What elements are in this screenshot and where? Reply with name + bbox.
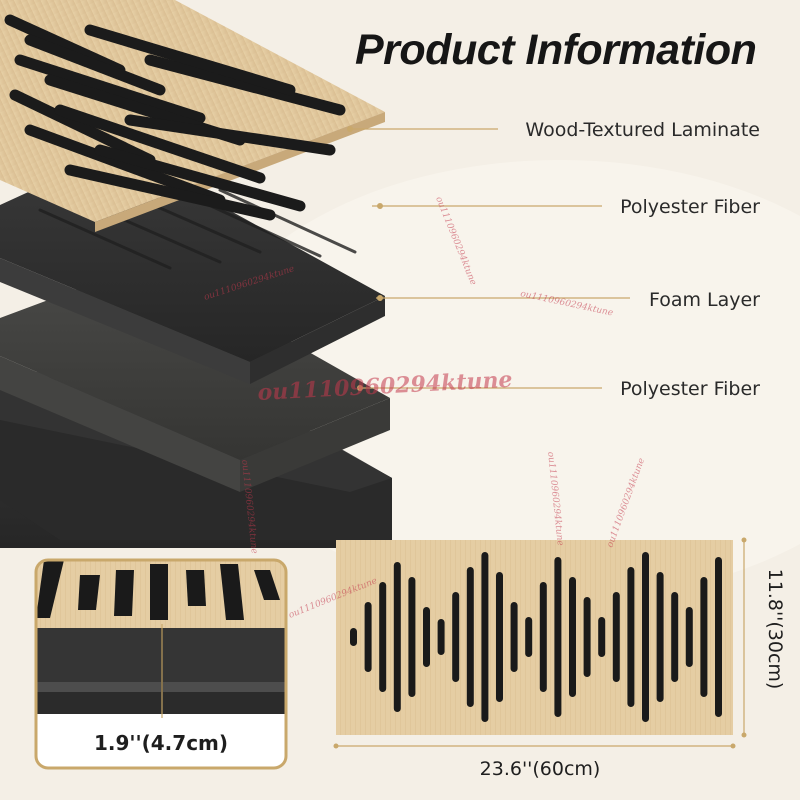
panel-slot — [671, 592, 679, 682]
height-label: 11.8''(30cm) — [764, 568, 786, 690]
page-title: Product Information — [355, 26, 757, 74]
leader-dot — [347, 126, 353, 132]
laminate-slot — [24, 124, 226, 206]
laminate-slot — [84, 24, 296, 96]
panel-slot — [539, 582, 547, 692]
panel-slot — [496, 572, 503, 702]
panel-front-view — [333, 537, 747, 749]
panel-slot — [408, 577, 416, 697]
layer-wood-laminate — [0, 0, 385, 232]
laminate-slot — [54, 104, 266, 184]
leader-dot — [357, 385, 363, 391]
laminate-slot — [9, 89, 156, 166]
panel-slot — [350, 628, 357, 646]
panel-slot — [642, 552, 649, 722]
panel-slot — [656, 572, 664, 702]
panel-slot — [685, 607, 693, 667]
laminate-slot — [144, 54, 346, 116]
panel-slot — [452, 592, 460, 682]
width-label: 23.6''(60cm) — [479, 758, 601, 780]
panel-slot — [393, 562, 401, 712]
panel-slot — [715, 557, 722, 717]
panel-slot — [700, 577, 708, 697]
panel-slot — [423, 607, 430, 667]
panel-slot — [627, 567, 635, 707]
panel-slot — [510, 602, 518, 672]
laminate-slot — [24, 34, 166, 96]
panel-slot — [437, 619, 445, 655]
leader-dot — [377, 203, 383, 209]
panel-slot — [569, 577, 576, 697]
thickness-label: 1.9''(4.7cm) — [93, 731, 229, 755]
laminate-slot — [64, 164, 276, 221]
panel-slot — [466, 567, 474, 707]
layer-label-foam: Foam Layer — [648, 289, 760, 311]
laminate-slot — [94, 144, 306, 212]
panel-slot — [364, 602, 372, 672]
panel-slot — [379, 582, 387, 692]
panel-slot — [598, 617, 606, 657]
laminate-slot — [4, 14, 126, 76]
layer-label-fiber-top: Polyester Fiber — [620, 196, 760, 218]
laminate-slot — [14, 54, 206, 124]
layer-label-wood: Wood-Textured Laminate — [525, 119, 760, 141]
layer-label-fiber-bottom: Polyester Fiber — [620, 378, 760, 400]
panel-slot — [481, 552, 489, 722]
panel-slot — [583, 597, 591, 677]
panel-slot — [612, 592, 620, 682]
panel-slot — [554, 557, 562, 717]
leader-dot — [377, 295, 383, 301]
leader-lines — [350, 128, 630, 389]
panel-slot — [525, 617, 533, 657]
laminate-slot — [124, 114, 336, 156]
cross-section-inset — [34, 558, 288, 770]
